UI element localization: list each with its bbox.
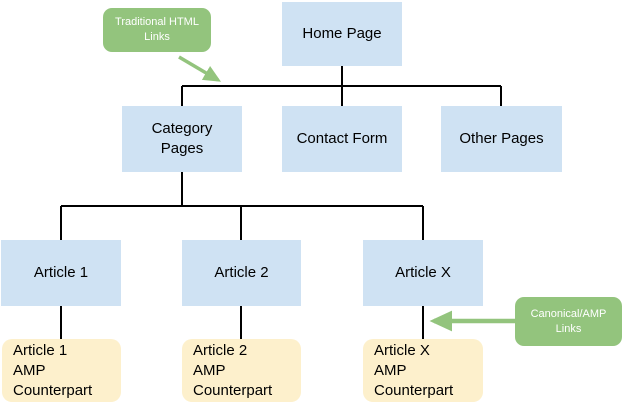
callout-traditional-html-links: Traditional HTML Links bbox=[103, 8, 211, 52]
node-article-x: Article X bbox=[363, 240, 483, 306]
node-article-2-amp-counterpart: Article 2 AMP Counterpart bbox=[182, 339, 301, 402]
category-to-articles-connector bbox=[60, 172, 424, 240]
node-article-1: Article 1 bbox=[1, 240, 121, 306]
node-other-pages: Other Pages bbox=[441, 106, 562, 172]
article-to-amp-connectors bbox=[60, 306, 424, 339]
callout-canonical-amp-links: Canonical/AMP Links bbox=[515, 297, 622, 346]
node-category-pages: Category Pages bbox=[122, 106, 242, 172]
node-article-1-amp-counterpart: Article 1 AMP Counterpart bbox=[2, 339, 121, 402]
home-to-sections-connector bbox=[181, 66, 502, 106]
node-contact-form: Contact Form bbox=[282, 106, 402, 172]
node-home-page: Home Page bbox=[282, 2, 402, 66]
node-article-2: Article 2 bbox=[182, 240, 301, 306]
node-article-x-amp-counterpart: Article X AMP Counterpart bbox=[363, 339, 483, 402]
traditional-links-arrow bbox=[178, 55, 222, 82]
